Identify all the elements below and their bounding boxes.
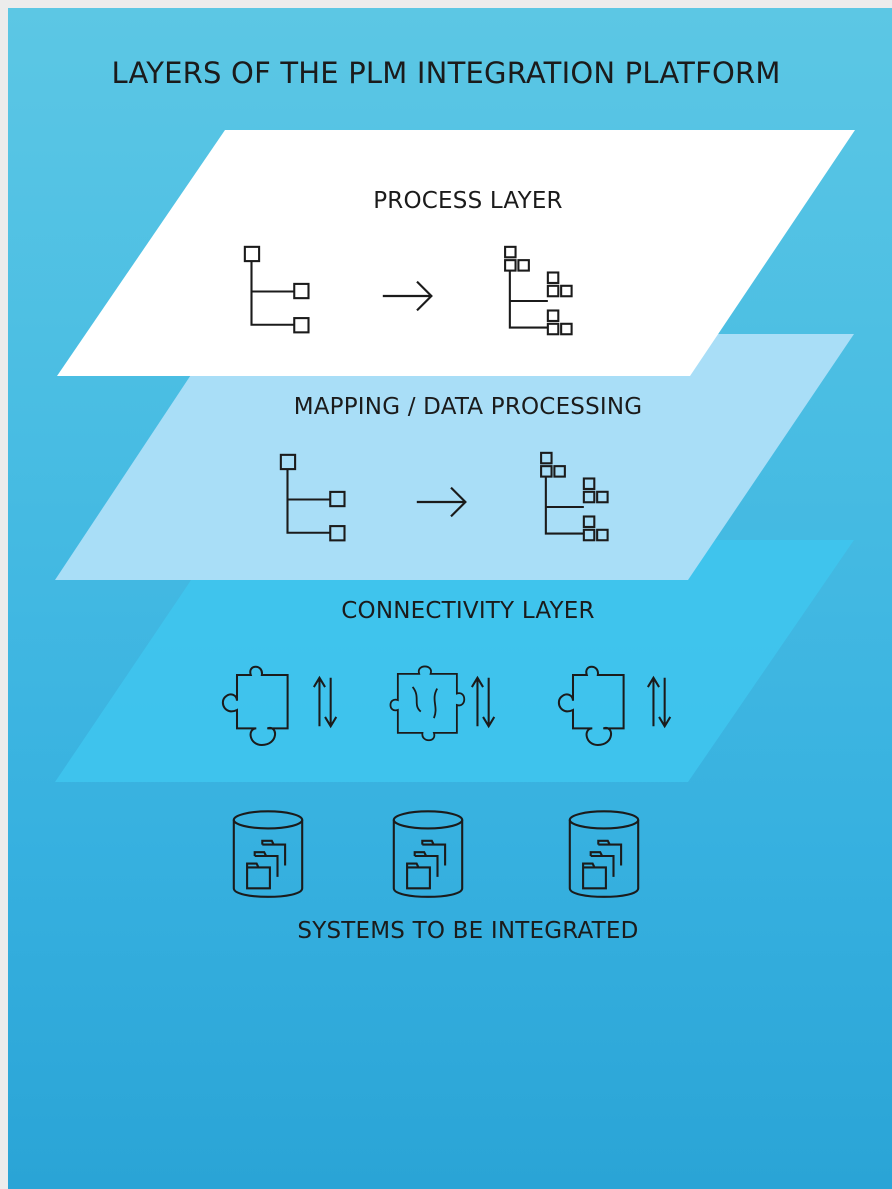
connectivity-layer-label: CONNECTIVITY LAYER bbox=[341, 598, 595, 624]
database-folder-icon bbox=[392, 810, 464, 898]
process-layer-slab bbox=[57, 130, 855, 376]
systems-label: SYSTEMS TO BE INTEGRATED bbox=[297, 918, 639, 944]
diagram-title: LAYERS OF THE PLM INTEGRATION PLATFORM bbox=[111, 56, 781, 90]
mapping-layer-slab bbox=[55, 334, 854, 580]
database-folder-icon bbox=[568, 810, 640, 898]
mapping-layer-label: MAPPING / DATA PROCESSING bbox=[293, 394, 643, 420]
database-folder-icon bbox=[232, 810, 304, 898]
process-layer-label: PROCESS LAYER bbox=[373, 188, 563, 214]
